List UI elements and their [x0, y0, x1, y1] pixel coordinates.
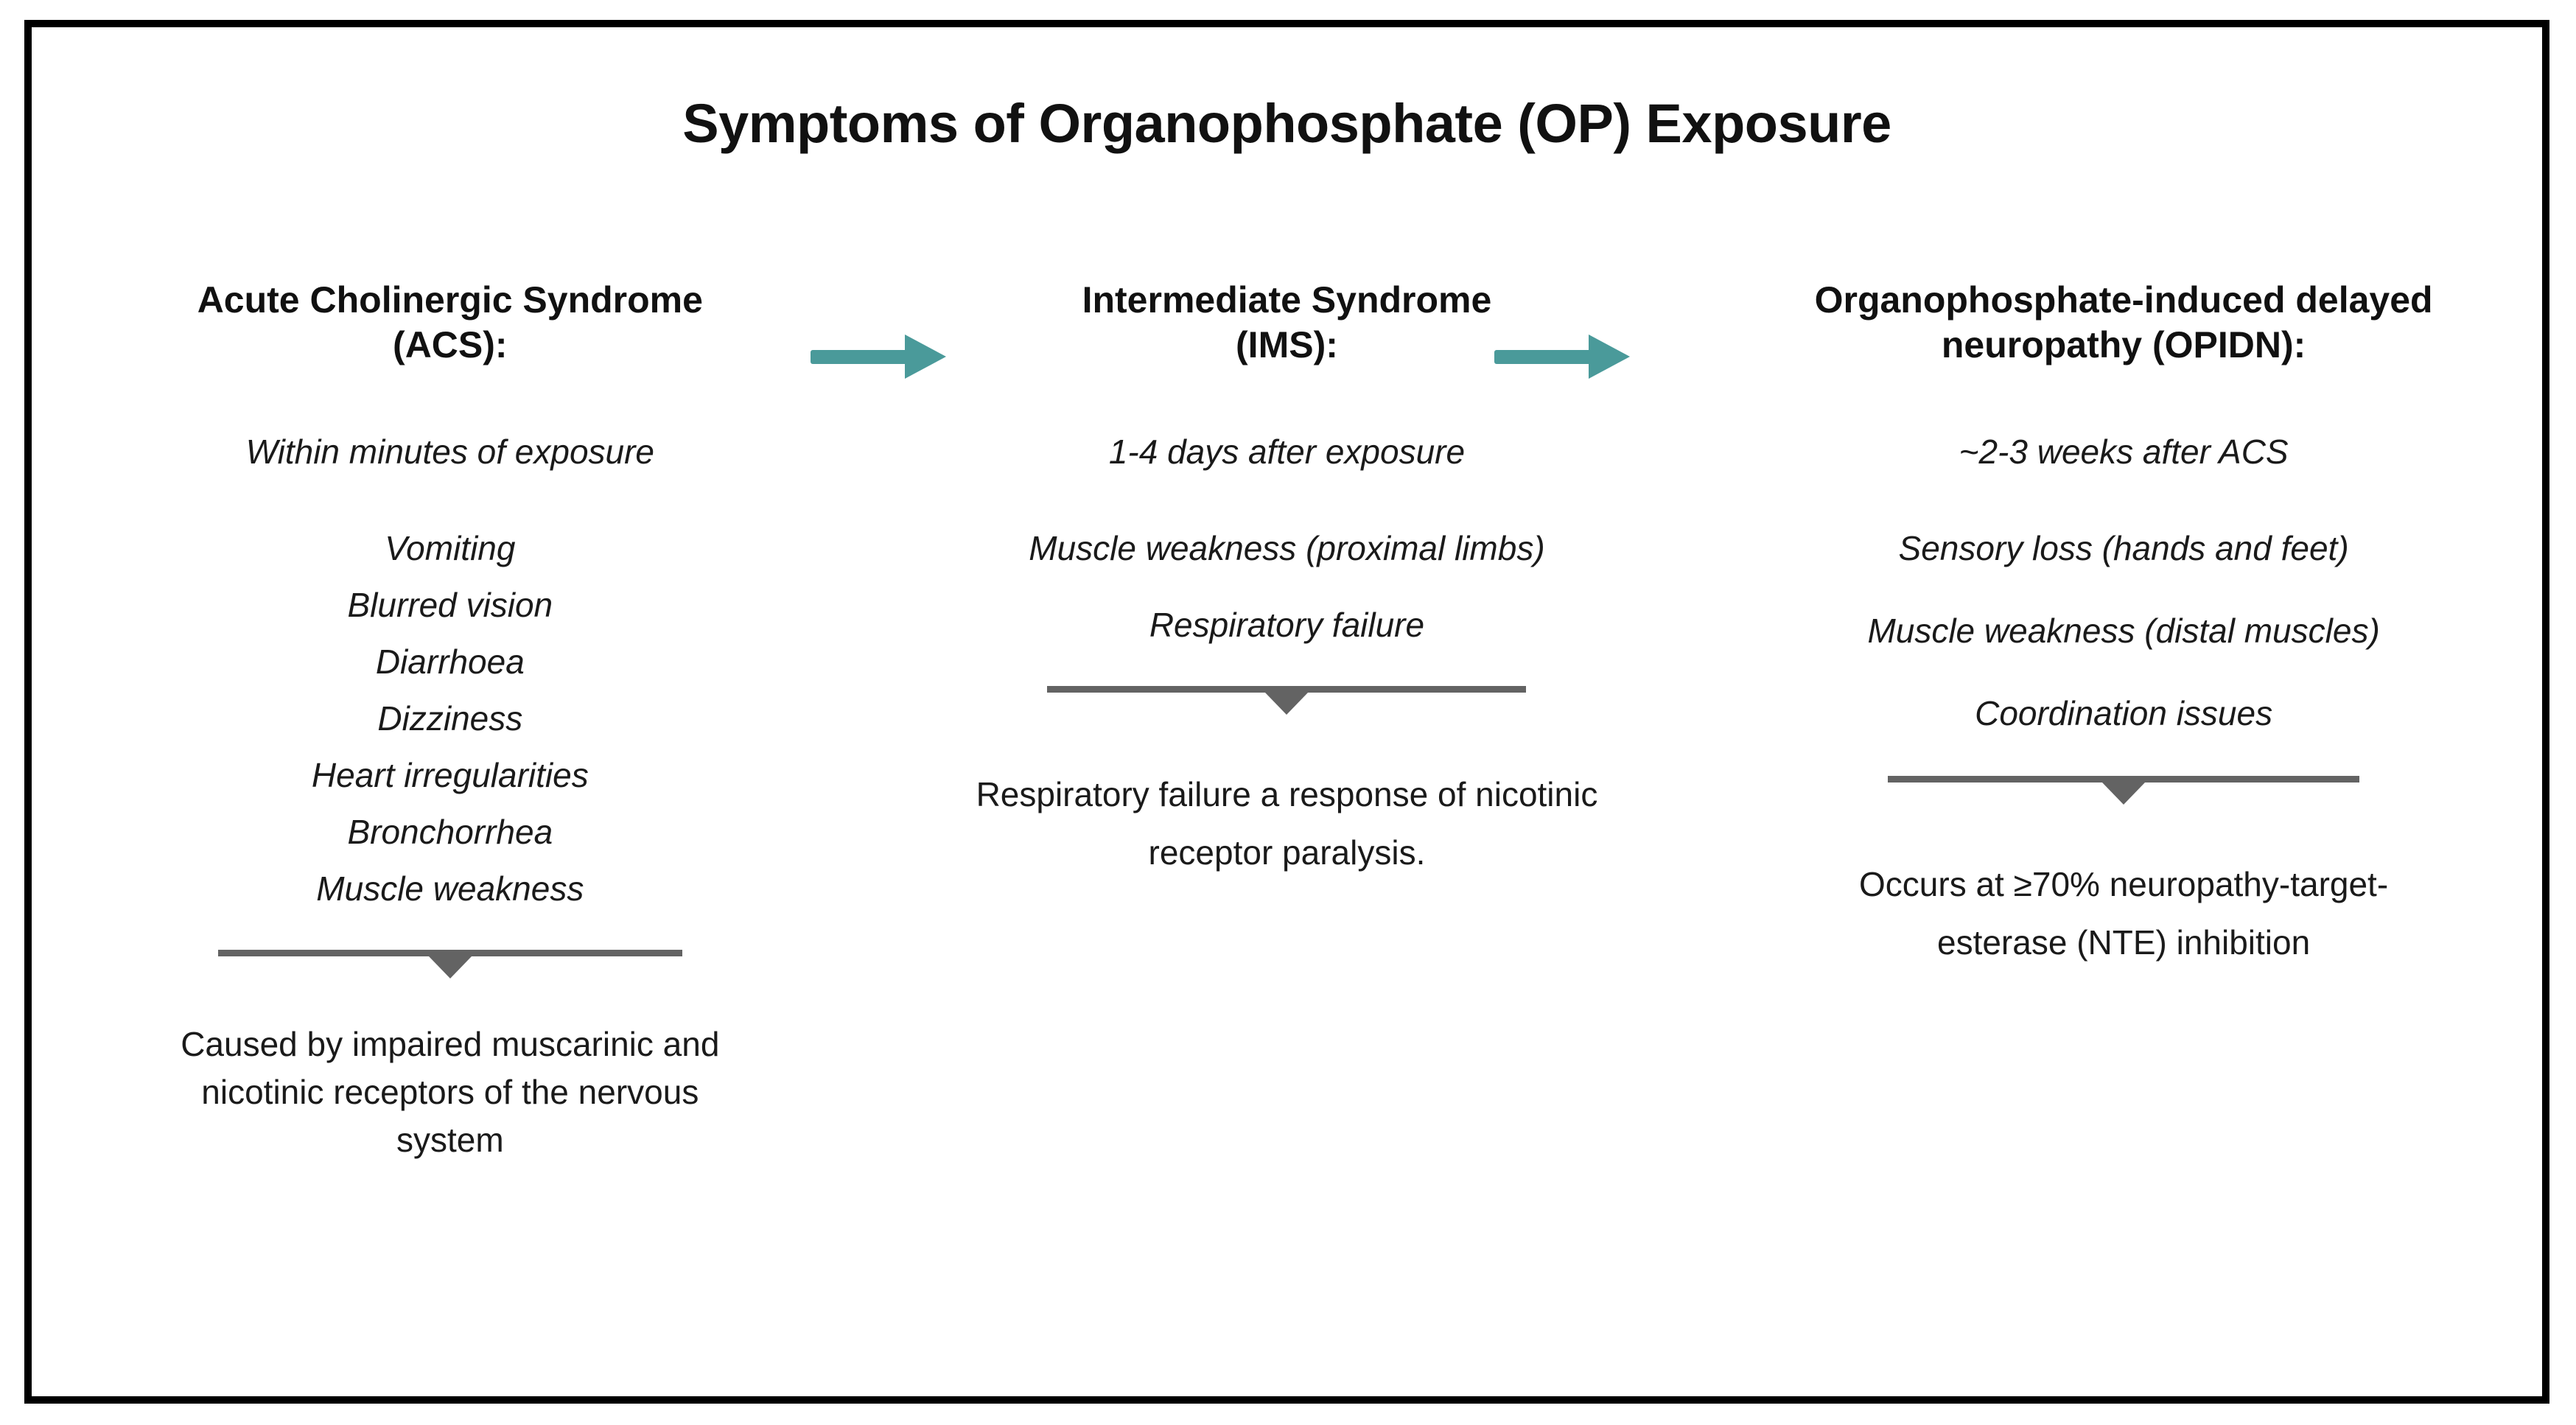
- column-ims: Intermediate Syndrome (IMS): 1-4 days af…: [869, 278, 1706, 882]
- symptom-list-ims: Muscle weakness (proximal limbs) Respira…: [894, 531, 1681, 642]
- symptom-item: Diarrhoea: [375, 642, 525, 681]
- column-header-opidn: Organophosphate-induced delayed neuropat…: [1814, 279, 2433, 365]
- page-title: Symptoms of Organophosphate (OP) Exposur…: [682, 93, 1891, 154]
- symptom-item: Vomiting: [385, 528, 516, 567]
- divider-pointer-ims: [1047, 685, 1527, 715]
- divider-bar: [217, 949, 682, 956]
- diagram-frame: Symptoms of Organophosphate (OP) Exposur…: [24, 20, 2549, 1404]
- symptom-item: Dizziness: [377, 699, 523, 738]
- symptom-item: Blurred vision: [347, 585, 553, 624]
- symptom-item: Sensory loss (hands and feet): [1898, 528, 2349, 567]
- column-footer-acs: Caused by impaired muscarinic and nicoti…: [181, 1024, 720, 1160]
- symptom-item: Muscle weakness (distal muscles): [1867, 611, 2380, 650]
- column-acs: Acute Cholinergic Syndrome (ACS): Within…: [32, 278, 869, 1164]
- column-header-ims: Intermediate Syndrome (IMS):: [1082, 279, 1492, 365]
- symptom-item: Bronchorrhea: [347, 812, 553, 851]
- column-footer-ims: Respiratory failure a response of nicoti…: [976, 774, 1598, 872]
- symptom-list-acs: Vomiting Blurred vision Diarrhoea Dizzin…: [57, 531, 844, 906]
- triangle-down-icon: [428, 956, 472, 978]
- symptom-item: Respiratory failure: [1149, 605, 1425, 644]
- column-timing-opidn: ~2-3 weeks after ACS: [1959, 433, 2289, 471]
- column-timing-acs: Within minutes of exposure: [245, 433, 655, 471]
- triangle-down-icon: [2102, 782, 2146, 805]
- symptom-item: Coordination issues: [1975, 693, 2273, 732]
- divider-pointer-opidn: [1888, 775, 2360, 805]
- diagram-canvas: Symptoms of Organophosphate (OP) Exposur…: [32, 27, 2542, 1396]
- symptom-item: Heart irregularities: [311, 755, 589, 794]
- column-opidn: Organophosphate-induced delayed neuropat…: [1705, 278, 2542, 972]
- column-footer-opidn: Occurs at ≥70% neuropathy-target-esteras…: [1859, 864, 2389, 962]
- symptom-item: Muscle weakness (proximal limbs): [1029, 528, 1545, 567]
- symptom-item: Muscle weakness: [316, 869, 584, 908]
- column-timing-ims: 1-4 days after exposure: [1108, 433, 1466, 471]
- syndrome-columns: Acute Cholinergic Syndrome (ACS): Within…: [32, 278, 2542, 1164]
- divider-pointer-acs: [217, 949, 682, 978]
- symptom-list-opidn: Sensory loss (hands and feet) Muscle wea…: [1730, 531, 2517, 730]
- column-header-acs: Acute Cholinergic Syndrome (ACS):: [197, 279, 703, 365]
- divider-bar: [1888, 775, 2360, 782]
- divider-bar: [1047, 685, 1527, 693]
- triangle-down-icon: [1265, 692, 1309, 715]
